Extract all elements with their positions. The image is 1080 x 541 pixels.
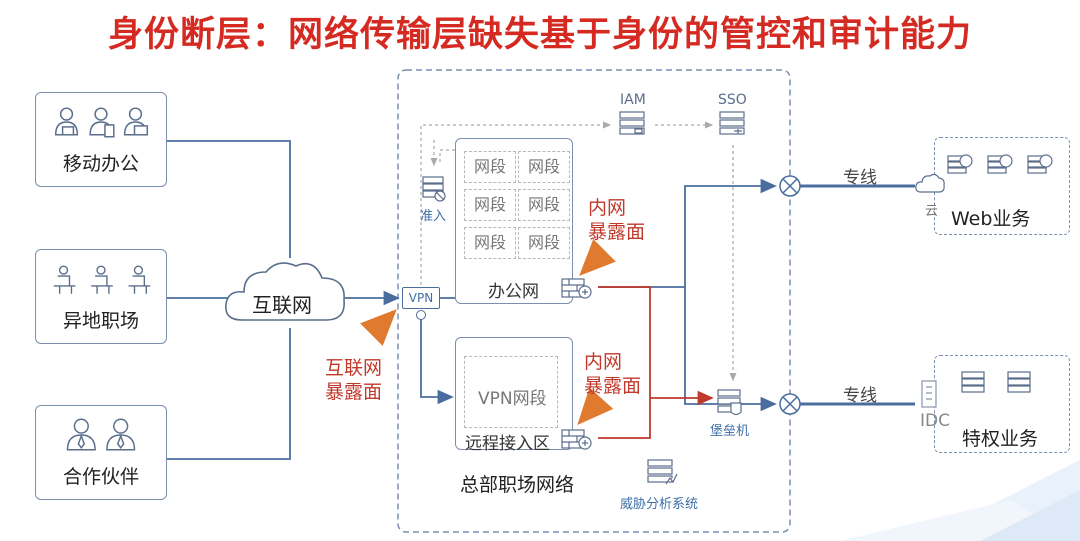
- access-control-icon: [422, 176, 446, 202]
- decorative-background: [840, 460, 1080, 541]
- intranet-exposure-line-2: 暴露面: [588, 221, 646, 243]
- user-group-partner: 合作伙伴: [35, 405, 167, 500]
- remote-access-zone-box: [455, 337, 573, 450]
- firewall-icon: [561, 278, 592, 299]
- bastion-host-label: 堡垒机: [710, 424, 750, 439]
- idc-building-icon: [921, 380, 937, 408]
- web-service-box: [934, 137, 1070, 235]
- remote-access-zone-label: 远程接入区: [465, 434, 550, 454]
- internet-exposure-line-2: 暴露面: [325, 381, 383, 403]
- firewall-icon: [561, 429, 592, 450]
- vpn-connector-dot: [416, 310, 426, 320]
- intranet-exposure-label-1: 内网 暴露面: [588, 196, 645, 244]
- access-control-label: 准入: [420, 209, 447, 224]
- internet-label: 互联网: [252, 293, 312, 317]
- web-server-group-icon: [947, 154, 1053, 174]
- internet-exposure-line-1: 互联网: [325, 357, 383, 379]
- internet-cloud-icon: [225, 262, 345, 321]
- network-segment: 网段: [518, 189, 570, 221]
- user-group-label: 异地职场: [62, 310, 139, 332]
- internet-exposure-label: 互联网 暴露面: [325, 356, 382, 404]
- intranet-exposure-line-1: 内网: [588, 197, 627, 219]
- intranet-exposure-line-1: 内网: [584, 351, 623, 373]
- intranet-exposure-line-2: 暴露面: [584, 375, 642, 397]
- idc-label: IDC: [920, 411, 950, 431]
- network-segment: 网段: [518, 227, 570, 259]
- threat-analysis-icon: [647, 459, 678, 485]
- web-service-label: Web业务: [951, 208, 1031, 230]
- cloud-icon: [915, 173, 945, 193]
- privileged-server-group-icon: [961, 371, 1031, 393]
- office-network-label: 办公网: [488, 282, 539, 302]
- people-laptop-icon: [54, 107, 149, 138]
- threat-analysis-label: 威胁分析系统: [620, 497, 699, 512]
- user-group-remote-office: 异地职场: [35, 249, 167, 344]
- page-title: 身份断层：网络传输层缺失基于身份的管控和审计能力: [107, 15, 972, 55]
- privileged-service-label: 特权业务: [962, 428, 1039, 450]
- vpn-gateway: VPN: [402, 287, 440, 309]
- vpn-segment-box: [464, 356, 558, 428]
- privileged-service-box: [934, 355, 1070, 453]
- people-partner-icon: [66, 418, 136, 451]
- iam-server-icon: [619, 111, 645, 135]
- network-segment: 网段: [464, 189, 516, 221]
- network-segment: 网段: [464, 227, 516, 259]
- network-segment: 网段: [518, 151, 570, 183]
- dedicated-line-label: 专线: [843, 168, 877, 188]
- cloud-label: 云: [925, 204, 939, 219]
- user-group-label: 合作伙伴: [62, 466, 139, 488]
- user-group-mobile-office: 移动办公: [35, 92, 167, 187]
- sso-server-icon: [719, 111, 745, 135]
- user-group-label: 移动办公: [62, 153, 139, 175]
- network-segment: 网段: [464, 151, 516, 183]
- sso-label: SSO: [718, 92, 747, 108]
- vpn-segment-label: VPN网段: [478, 389, 547, 409]
- hq-network-label: 总部职场网络: [460, 474, 575, 496]
- intranet-exposure-label-2: 内网 暴露面: [584, 350, 641, 398]
- dedicated-line-label: 专线: [843, 386, 877, 406]
- iam-label: IAM: [620, 92, 646, 108]
- people-desk-icon: [53, 265, 151, 294]
- bastion-host-icon: [717, 389, 742, 416]
